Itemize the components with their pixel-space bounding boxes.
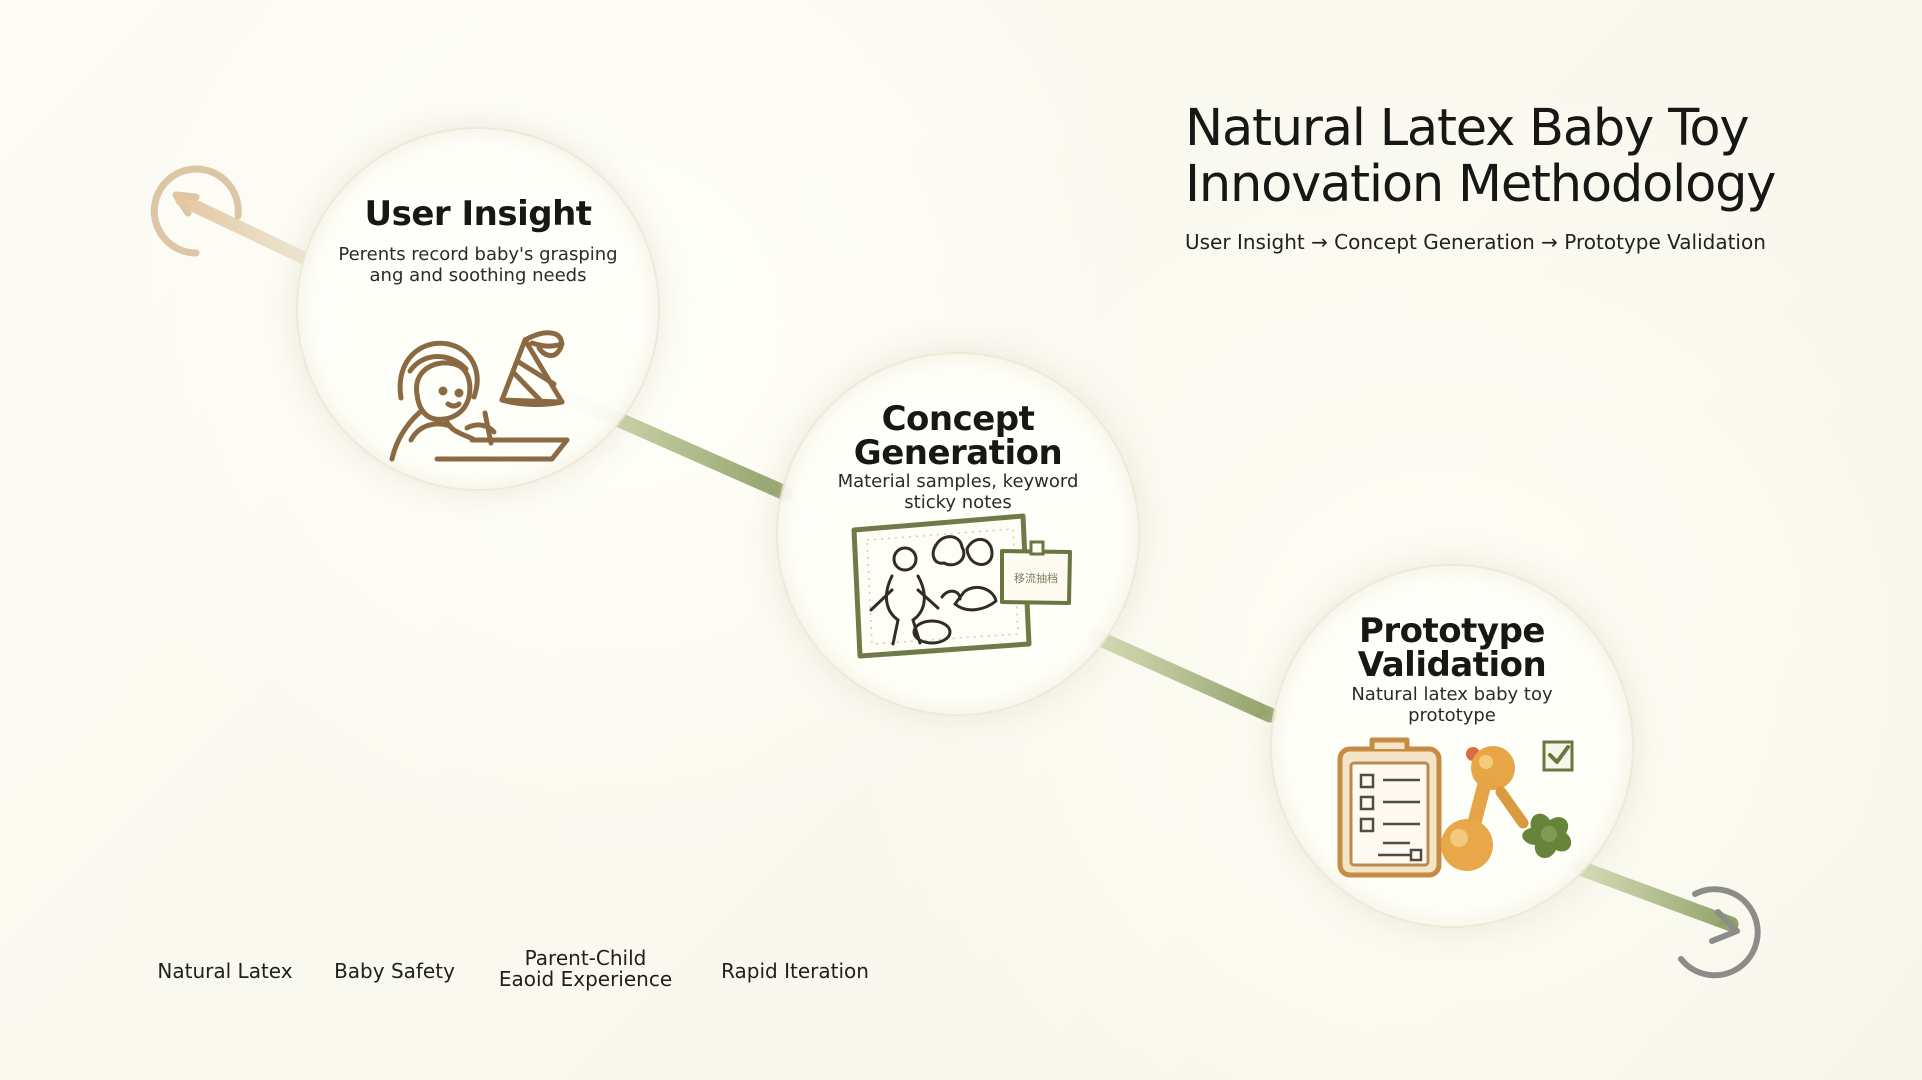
user-insight-description: Perents record baby's grasping ang and s… xyxy=(338,244,618,286)
sketch-board-and-sticky-note-icon: 移流抽档 xyxy=(851,513,1072,659)
keyword-tags: Natural Latex Baby Safety Parent-Child E… xyxy=(155,948,915,1008)
connector-concept-to-prototype xyxy=(1088,629,1278,723)
latex-toy-icon xyxy=(1441,740,1574,871)
start-connector-arrow xyxy=(175,193,313,266)
prototype-validation-title: Prototype Validation xyxy=(1357,611,1547,685)
natural-latex-tag: Natural Latex xyxy=(157,959,293,983)
circular-return-arrow-icon xyxy=(1678,886,1761,979)
parent-with-baby-toy-icon xyxy=(389,330,570,462)
rapid-iteration-tag: Rapid Iteration xyxy=(721,959,869,983)
connector-prototype-to-end xyxy=(1572,860,1739,932)
clipboard-checklist-and-latex-toy-icon xyxy=(1337,737,1574,878)
concept-generation-description: Material samples, keyword sticky notes xyxy=(837,471,1079,513)
prototype-validation-description: Natural latex baby toy prototype xyxy=(1351,684,1553,726)
clipboard-checklist-icon xyxy=(1337,737,1442,878)
sticky-note: 移流抽档 xyxy=(1000,540,1072,605)
prototype-validation-stage: Prototype Validation Natural latex baby … xyxy=(1272,566,1632,926)
methodology-title: Natural Latex Baby Toy Innovation Method… xyxy=(1185,99,1776,214)
concept-generation-title: Concept Generation xyxy=(853,399,1063,473)
concept-generation-stage: Concept Generation Material samples, key… xyxy=(778,354,1138,714)
user-insight-stage: User Insight Perents record baby's grasp… xyxy=(298,129,658,489)
methodology-subtitle: User Insight → Concept Generation → Prot… xyxy=(1185,230,1766,254)
user-insight-title: User Insight xyxy=(364,194,592,234)
parent-child-experience-tag: Parent-Child Eaoid Experience xyxy=(498,946,673,991)
baby-safety-tag: Baby Safety xyxy=(334,959,455,983)
sticky-note-text: 移流抽档 xyxy=(1014,571,1058,585)
